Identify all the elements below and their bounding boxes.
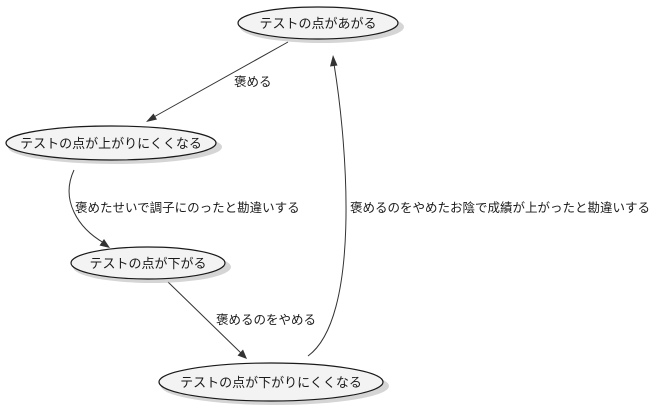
edge-praise-label: 褒める	[234, 74, 272, 89]
node-score-up-shape	[237, 6, 399, 40]
edge-stop-praising: 褒めるのをやめる	[167, 281, 316, 359]
node-hard-to-fall-shape	[158, 362, 384, 402]
edge-stop-praising-arrow	[237, 349, 247, 359]
edge-stop-praising-success: 褒めるのをやめたお陰で成績が上がったと勘違いする	[307, 55, 650, 357]
edge-stop-praising-success-arrow	[330, 55, 338, 67]
edge-stop-praising-success-line	[307, 63, 347, 357]
edge-praise-arrow	[146, 113, 157, 122]
node-hard-to-rise-label: テストの点が上がりにくくなる	[20, 137, 202, 152]
node-hard-to-rise-shape	[5, 125, 217, 161]
node-score-down: テストの点が下がる	[70, 246, 231, 283]
edge-praise: 褒める	[146, 41, 289, 122]
edge-praise-conceit-arrow	[99, 239, 110, 248]
node-score-down-label: テストの点が下がる	[89, 257, 206, 272]
node-score-up: テストの点があがる	[237, 6, 404, 43]
node-hard-to-fall: テストの点が下がりにくくなる	[158, 362, 389, 405]
edge-stop-praising-label: 褒めるのをやめる	[216, 312, 316, 327]
node-score-down-shape	[70, 246, 226, 280]
node-hard-to-fall-label: テストの点が下がりにくくなる	[180, 376, 362, 391]
edge-stop-praising-line	[167, 281, 243, 355]
edge-praise-conceit: 褒めたせいで調子にのったと勘違いする	[68, 169, 300, 248]
edge-praise-conceit-line	[68, 169, 105, 244]
node-score-up-label: テストの点があがる	[259, 17, 376, 32]
edge-praise-line	[151, 41, 289, 119]
edge-praise-conceit-label: 褒めたせいで調子にのったと勘違いする	[75, 200, 300, 215]
node-hard-to-rise: テストの点が上がりにくくなる	[5, 125, 222, 164]
edge-stop-praising-success-label: 褒めるのをやめたお陰で成績が上がったと勘違いする	[350, 200, 650, 215]
